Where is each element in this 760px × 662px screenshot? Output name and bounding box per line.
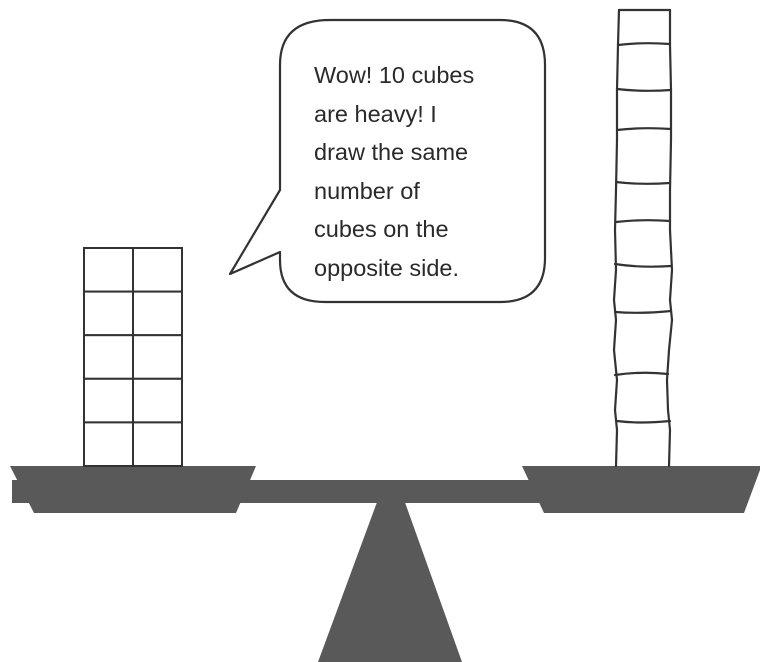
speech-line: number of [314, 172, 514, 211]
speech-line: cubes on the [314, 210, 514, 249]
speech-line: Wow! 10 cubes [314, 56, 514, 95]
right-tower-right-edge [667, 10, 672, 466]
left-cube-stack [84, 248, 182, 466]
speech-line: are heavy! I [314, 95, 514, 134]
left-pan [10, 466, 256, 513]
right-cube-divider [615, 311, 671, 313]
speech-line: draw the same [314, 133, 514, 172]
right-cube-divider [617, 89, 671, 91]
right-cube-divider [617, 421, 670, 423]
left-cube [84, 248, 133, 292]
right-cube-divider [617, 128, 671, 130]
left-cube [84, 422, 133, 466]
right-cube-divider [615, 264, 671, 267]
speech-line: opposite side. [314, 249, 514, 288]
left-cube [133, 422, 182, 466]
left-cube [133, 248, 182, 292]
right-cube-divider [616, 220, 670, 222]
right-pan [522, 466, 760, 513]
right-cube-divider [616, 182, 670, 184]
left-cube [84, 379, 133, 423]
left-cube [133, 292, 182, 336]
left-cube [84, 335, 133, 379]
left-cube [133, 379, 182, 423]
speech-bubble-text: Wow! 10 cubes are heavy! I draw the same… [314, 56, 514, 287]
right-cube-tower [614, 10, 672, 466]
left-cube [133, 335, 182, 379]
right-tower-left-edge [614, 10, 619, 466]
right-cube-divider [618, 43, 670, 45]
right-cube-divider [615, 373, 668, 375]
fulcrum [318, 494, 462, 662]
left-cube [84, 292, 133, 336]
